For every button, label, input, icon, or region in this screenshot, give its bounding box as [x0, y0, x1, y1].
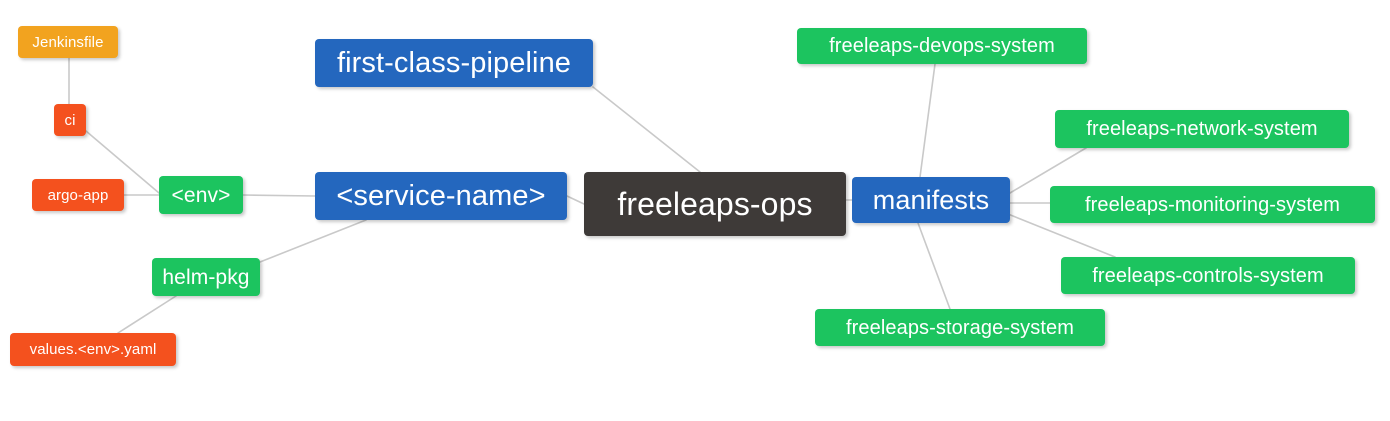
node-label-freeleaps-network-system: freeleaps-network-system [1086, 118, 1318, 140]
node-label-ci: ci [64, 111, 76, 129]
node-label-manifests: manifests [872, 184, 990, 215]
edge-manifests-to-freeleaps-storage-system [917, 222, 951, 310]
node-label-argo-app: argo-app [47, 186, 109, 204]
edge-freeleaps-ops-to-service-name [566, 195, 585, 205]
node-helm-pkg[interactable]: helm-pkg [152, 258, 260, 296]
node-label-jenkinsfile: Jenkinsfile [32, 33, 104, 51]
node-label-service-name: <service-name> [336, 179, 546, 212]
node-label-helm-pkg: helm-pkg [162, 265, 250, 289]
node-freeleaps-network-system[interactable]: freeleaps-network-system [1055, 110, 1349, 148]
node-label-values-yaml: values.<env>.yaml [29, 341, 157, 358]
node-freeleaps-ops[interactable]: freeleaps-ops [584, 172, 846, 236]
node-env[interactable]: <env> [159, 176, 243, 214]
node-label-freeleaps-monitoring-system: freeleaps-monitoring-system [1084, 193, 1340, 216]
node-label-freeleaps-controls-system: freeleaps-controls-system [1092, 264, 1324, 287]
edge-manifests-to-freeleaps-devops-system [919, 63, 936, 178]
node-freeleaps-monitoring-system[interactable]: freeleaps-monitoring-system [1050, 186, 1375, 223]
node-label-env: <env> [171, 183, 231, 207]
node-jenkinsfile[interactable]: Jenkinsfile [18, 26, 118, 58]
node-freeleaps-devops-system[interactable]: freeleaps-devops-system [797, 28, 1087, 64]
node-freeleaps-storage-system[interactable]: freeleaps-storage-system [815, 309, 1105, 346]
node-argo-app[interactable]: argo-app [32, 179, 124, 211]
edge-service-name-to-env [242, 194, 316, 197]
node-freeleaps-controls-system[interactable]: freeleaps-controls-system [1061, 257, 1355, 294]
node-service-name[interactable]: <service-name> [315, 172, 567, 220]
edge-service-name-to-helm-pkg [259, 219, 367, 263]
node-label-freeleaps-storage-system: freeleaps-storage-system [845, 316, 1075, 339]
edge-freeleaps-ops-to-first-class-pipeline [592, 86, 701, 173]
node-label-first-class-pipeline: first-class-pipeline [336, 46, 572, 79]
node-label-freeleaps-devops-system: freeleaps-devops-system [829, 35, 1055, 57]
node-values-yaml[interactable]: values.<env>.yaml [10, 333, 176, 366]
node-label-freeleaps-ops: freeleaps-ops [617, 186, 813, 222]
node-first-class-pipeline[interactable]: first-class-pipeline [315, 39, 593, 87]
node-manifests[interactable]: manifests [852, 177, 1010, 223]
node-ci[interactable]: ci [54, 104, 86, 136]
edge-helm-pkg-to-values-yaml [117, 295, 177, 334]
